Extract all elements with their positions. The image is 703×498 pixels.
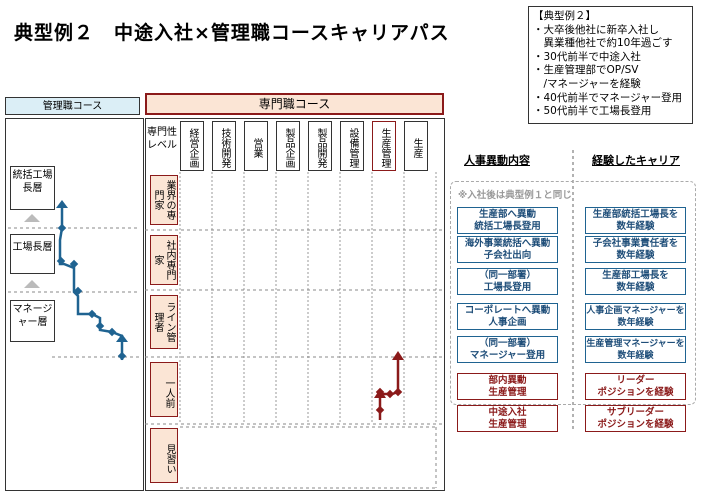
specialist-course-header: 専門職コース — [145, 93, 444, 115]
career-box: 子会社事業責任者を 数年経験 — [585, 236, 686, 263]
career-text: 生産部工場長を 数年経験 — [602, 270, 669, 293]
level-label: 統括工場長層 — [12, 170, 53, 194]
move-text: 中途入社 生産管理 — [488, 407, 527, 430]
career-text: 生産管理マネージャーを 数年経験 — [586, 339, 685, 361]
move-text: （同一部署） マネージャー登用 — [469, 338, 546, 361]
col-head: 設備管理 — [340, 121, 364, 171]
col-head: 営業 — [244, 121, 268, 171]
expertise-level-label: 専門性レベル — [147, 127, 177, 151]
level-manager: マネージャー層 — [10, 300, 55, 342]
move-box: 部内異動 生産管理 — [457, 373, 558, 400]
info-line: ・40代前半でマネージャー登用 — [533, 91, 683, 104]
section-moves: 人事異動内容 — [464, 154, 530, 167]
management-course-header: 管理職コース — [5, 97, 140, 115]
career-text: 人事企画マネージャーを 数年経験 — [586, 306, 685, 328]
section-careers: 経験したキャリア — [592, 154, 680, 167]
info-line: ・大卒後他社に新卒入社し — [533, 23, 659, 36]
move-box: （同一部署） 工場長登用 — [457, 268, 558, 295]
career-text: サブリーダー ポジションを経験 — [597, 407, 674, 430]
career-box: サブリーダー ポジションを経験 — [585, 405, 686, 432]
info-line: ・50代前半で工場長登用 — [533, 105, 652, 118]
move-text: 部内異動 生産管理 — [488, 375, 527, 398]
career-box: 生産部工場長を 数年経験 — [585, 268, 686, 295]
move-box: （同一部署） マネージャー登用 — [457, 336, 558, 363]
career-text: 子会社事業責任者を 数年経験 — [592, 238, 679, 261]
note: ※入社後は典型例１と同じ — [458, 190, 572, 201]
move-box: 生産部へ異動 統括工場長登用 — [457, 207, 558, 234]
management-panel — [5, 118, 144, 491]
move-text: （同一部署） 工場長登用 — [478, 270, 536, 293]
col-head: 生産管理 — [372, 121, 396, 171]
info-box: 【典型例２】 ・大卒後他社に新卒入社し 異業種他社で約10年過ごす ・30代前半… — [528, 6, 693, 124]
level-label: 工場長層 — [12, 242, 53, 253]
row-head: 社内専門家 — [150, 235, 178, 285]
row-head: ライン管理者 — [150, 295, 178, 349]
info-line: /マネージャーを経験 — [533, 77, 641, 90]
move-box: 中途入社 生産管理 — [457, 405, 558, 432]
col-head: 製品企画 — [276, 121, 300, 171]
col-head: 生産 — [404, 121, 428, 171]
col-head: 製品開発 — [308, 121, 332, 171]
career-box: リーダー ポジションを経験 — [585, 373, 686, 400]
move-box: コーポレートへ異動 人事企画 — [457, 303, 558, 330]
specialist-panel — [145, 118, 445, 491]
row-head: 一人前 — [150, 362, 178, 417]
move-text: コーポレートへ異動 人事企画 — [464, 305, 551, 328]
level-general-plant-manager: 統括工場長層 — [10, 166, 55, 210]
career-box: 人事企画マネージャーを 数年経験 — [585, 303, 686, 330]
info-line: 異業種他社で約10年過ごす — [533, 37, 673, 50]
row-head: 業界の専門家 — [150, 175, 178, 225]
info-line: 【典型例２】 — [533, 10, 596, 22]
move-text: 海外事業統括へ異動 子会社出向 — [464, 238, 551, 261]
page-title: 典型例２ 中途入社×管理職コースキャリアパス — [14, 22, 450, 44]
career-text: リーダー ポジションを経験 — [597, 375, 674, 398]
row-head: 見習い — [150, 428, 178, 483]
move-text: 生産部へ異動 統括工場長登用 — [474, 209, 541, 232]
info-line: ・30代前半で中途入社 — [533, 50, 641, 63]
level-plant-manager: 工場長層 — [10, 234, 55, 274]
col-head: 経営企画 — [180, 121, 204, 171]
level-label: マネージャー層 — [12, 304, 53, 328]
career-box: 生産管理マネージャーを 数年経験 — [585, 336, 686, 363]
same-as-example1-box — [450, 181, 696, 405]
move-box: 海外事業統括へ異動 子会社出向 — [457, 236, 558, 263]
info-line: ・生産管理部でOP/SV — [533, 64, 639, 77]
col-head: 技術開発 — [212, 121, 236, 171]
career-box: 生産部統括工場長を 数年経験 — [585, 207, 686, 234]
career-text: 生産部統括工場長を 数年経験 — [592, 209, 679, 232]
